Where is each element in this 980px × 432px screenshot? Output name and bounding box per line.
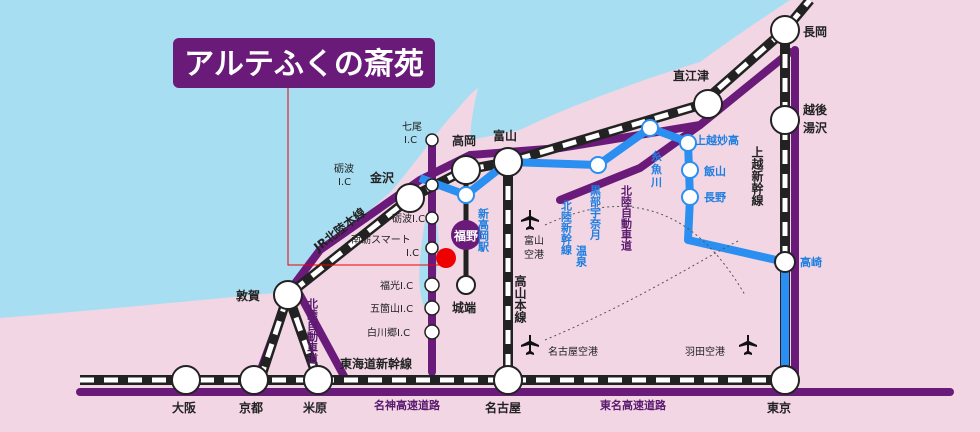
- station-marker-osaka[interactable]: [171, 365, 201, 395]
- ic-marker-shirakawago[interactable]: [424, 324, 440, 340]
- title-text: アルテふくの斎苑: [184, 47, 424, 82]
- jr-hokuriku-line-base: [255, 0, 814, 382]
- station-marker-kurobe[interactable]: [589, 156, 607, 174]
- ic-marker-tonami[interactable]: [425, 178, 439, 192]
- station-marker-takasaki[interactable]: [774, 251, 796, 273]
- station-marker-nagoya[interactable]: [493, 365, 523, 395]
- air-route-1: [544, 206, 746, 296]
- station-label-kyoto: 京都: [239, 400, 263, 415]
- ic-marker-gokayama[interactable]: [424, 300, 440, 316]
- line-label-tomei: 東名高速道路: [600, 398, 667, 412]
- kosei-line-dash: [285, 294, 321, 381]
- title-background: [173, 38, 435, 88]
- station-marker-naoetsu[interactable]: [693, 89, 723, 119]
- ic-markers: [424, 133, 440, 340]
- line-label-hokuriku-expressway-west: 北陸自動車道: [306, 297, 319, 365]
- station-label-johana: 城端: [452, 300, 476, 315]
- airport-label-nagoya: 名古屋空港: [548, 345, 598, 358]
- ic-marker-nanao[interactable]: [425, 133, 439, 147]
- ic-label-gokayama: 五箇山I.C: [370, 302, 413, 315]
- ic-label-nanao: 七尾: [402, 121, 422, 133]
- station-marker-tokyo[interactable]: [770, 365, 800, 395]
- station-marker-kanazawa[interactable]: [395, 183, 425, 213]
- station-label-tokyo: 東京: [767, 400, 791, 415]
- station-label-nagano: 長野: [704, 191, 726, 204]
- station-marker-kyoto[interactable]: [239, 365, 269, 395]
- station-marker-iiyama[interactable]: [681, 161, 699, 179]
- station-marker-toyama[interactable]: [493, 147, 523, 177]
- noto-peninsula: [360, 88, 478, 222]
- line-label-hokuriku-expressway-east: 北陸自動車道: [620, 184, 633, 252]
- hokuriku-shinkansen-path: [418, 124, 789, 380]
- station-label-tsuruga: 敦賀: [236, 288, 260, 303]
- station-label-itoigawa-3: 川: [650, 176, 662, 189]
- station-label-itoigawa-2: 魚: [651, 162, 662, 176]
- title-box: アルテふくの斎苑: [173, 38, 435, 88]
- station-label-fukuno: 福野: [453, 228, 478, 243]
- ic-label-nanto-smart-2: I.C: [406, 248, 419, 259]
- ic-marker-fukumitsu[interactable]: [424, 277, 440, 293]
- station-label-takasaki: 高崎: [800, 255, 822, 269]
- station-marker-takaoka[interactable]: [451, 155, 481, 185]
- station-marker-nagano[interactable]: [681, 188, 699, 206]
- line-label-hokuriku-shinkansen: 北陸新幹線: [560, 199, 573, 256]
- station-marker-maibara[interactable]: [303, 365, 333, 395]
- airport-icons: [521, 210, 757, 355]
- line-label-joetsu-shinkansen: 上越新幹線: [750, 145, 764, 207]
- station-label-echigo-yuzawa-2: 湯沢: [803, 120, 828, 135]
- station-marker-itoigawa[interactable]: [679, 134, 697, 152]
- station-label-osaka: 大阪: [172, 400, 197, 415]
- airport-label-toyama: 富山: [524, 234, 544, 247]
- station-label-echigo-yuzawa: 越後: [802, 102, 828, 117]
- line-label-tokaido-shinkansen: 東海道新幹線: [340, 356, 412, 371]
- station-label-itoigawa: 糸: [651, 149, 662, 163]
- station-marker-fukuno[interactable]: [451, 220, 481, 250]
- airport-labels: 富山 空港 名古屋空港 羽田空港: [524, 234, 725, 358]
- station-marker-nagaoka[interactable]: [770, 15, 800, 45]
- facility-leader-line: [287, 82, 446, 266]
- ic-label-fukumitsu: 福光I.C: [380, 279, 413, 292]
- air-routes: [544, 206, 746, 341]
- line-label-takayama: 高山本線: [513, 274, 527, 324]
- station-marker-johana[interactable]: [456, 275, 476, 295]
- ic-label-shirakawago: 白川郷I.C: [367, 326, 410, 339]
- line-label-meishin: 名神高速道路: [374, 398, 441, 412]
- ic-labels: 七尾 I.C 砺波 I.C 砺波I.C 南砺スマート I.C 福光I.C 五箇山…: [334, 121, 425, 339]
- station-label-kurobe-2: 温泉: [575, 244, 589, 268]
- station-marker-shin-takaoka[interactable]: [457, 186, 475, 204]
- station-labels: 長岡 越後 湯沢 直江津 上越妙高 糸 魚 川 飯山 長野 高崎 東京 富山 高…: [172, 24, 828, 415]
- airplane-icon: [739, 335, 757, 355]
- station-label-toyama: 富山: [493, 128, 517, 143]
- station-marker-echigo-yuzawa[interactable]: [770, 105, 800, 135]
- station-markers: [171, 15, 800, 395]
- station-label-naoetsu: 直江津: [673, 68, 709, 83]
- air-route-2: [544, 239, 741, 341]
- ic-label-tonami-ic: 砺波I.C: [392, 212, 425, 225]
- station-marker-tsuruga[interactable]: [273, 280, 303, 310]
- airplane-icon: [521, 210, 539, 230]
- ic-label-nanto-smart: 南砺スマート: [351, 233, 411, 246]
- shinkansen-markers: [457, 119, 699, 206]
- airport-label-haneda: 羽田空港: [685, 345, 725, 358]
- airport-label-toyama-2: 空港: [524, 248, 544, 261]
- station-label-maibara: 米原: [303, 400, 327, 415]
- airplane-icon: [521, 335, 539, 355]
- ic-label-tonami: 砺波: [334, 162, 354, 175]
- station-label-nagoya: 名古屋: [485, 400, 521, 415]
- ic-marker-tonami-2[interactable]: [425, 211, 439, 225]
- ic-label-nanao-2: I.C: [404, 135, 417, 146]
- station-marker-joetsu-myoko[interactable]: [641, 119, 659, 137]
- hokuriku-west-expressway: [296, 291, 349, 382]
- station-label-kanazawa: 金沢: [369, 170, 395, 185]
- facility-location-marker: [436, 248, 456, 268]
- ic-marker-nanto-smart[interactable]: [425, 241, 439, 255]
- station-label-kurobe: 黒部宇奈月: [589, 185, 603, 241]
- station-label-joetsu-myoko: 上越妙高: [695, 133, 739, 147]
- station-label-nagaoka: 長岡: [803, 24, 827, 39]
- station-label-iiyama: 飯山: [703, 164, 726, 178]
- ic-label-tonami-2: I.C: [338, 177, 351, 188]
- station-label-takaoka: 高岡: [452, 133, 476, 148]
- station-label-shin-takaoka: 新高岡駅: [477, 207, 491, 253]
